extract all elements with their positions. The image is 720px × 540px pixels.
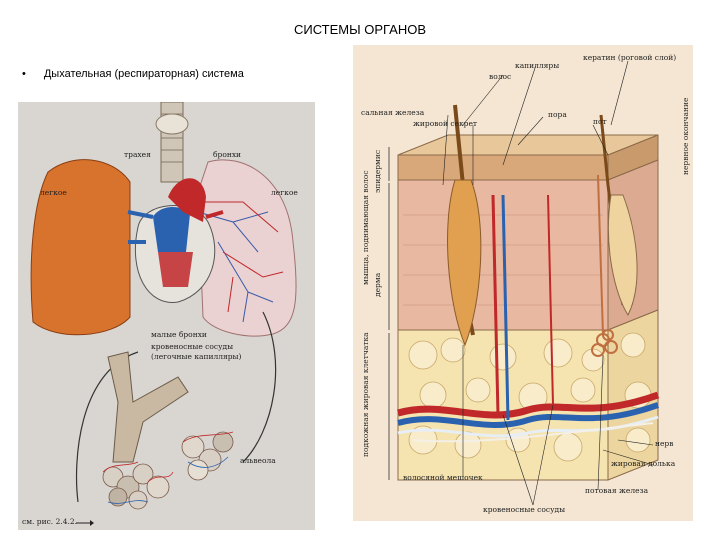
label-hair: волос — [489, 72, 512, 81]
label-sebum: жировой секрет — [413, 119, 478, 128]
label-keratin: кератин (роговой слой) — [583, 53, 677, 62]
lung-drawing — [30, 102, 297, 526]
label-muscle: мышца, поднимающая волос — [361, 170, 370, 285]
bullet-marker: • — [22, 68, 26, 80]
label-sebaceous: сальная железа — [361, 108, 425, 117]
label-sweat: пот — [593, 117, 607, 126]
label-fat-tissue: подкожная жировая клетчатка — [361, 332, 370, 457]
label-pore: пора — [548, 110, 567, 119]
label-figure-ref: см. рис. 2.4.2. — [22, 517, 78, 526]
skin-illustration: кератин (роговой слой) капилляры волос с… — [353, 45, 693, 521]
skin-drawing — [388, 60, 660, 506]
respiratory-illustration: трахея бронхи легкое легкое малые бронхи… — [18, 102, 315, 530]
label-capillaries: капилляры — [515, 61, 560, 70]
label-vessels: кровеносные сосуды — [151, 342, 234, 351]
label-sweat-gland: потовая железа — [585, 486, 649, 495]
label-follicle: волосяной мешочек — [403, 473, 483, 482]
label-small-bronchi: малые бронхи — [151, 330, 207, 339]
label-capillaries: (легочные капилляры) — [151, 352, 242, 361]
slide-title: СИСТЕМЫ ОРГАНОВ — [293, 22, 427, 37]
label-lung-right: легкое — [271, 188, 298, 197]
bullet-item: • Дыхательная (респираторная) система — [22, 68, 244, 80]
label-alveola: альвеола — [240, 456, 276, 465]
label-fat-lobule: жировая долька — [611, 459, 676, 468]
label-blood-vessels: кровеносные сосуды — [483, 505, 566, 514]
label-epidermis: эпидермис — [373, 149, 382, 193]
label-bronchi: бронхи — [213, 150, 242, 159]
label-lung-left: легкое — [40, 188, 67, 197]
label-nerve: нерв — [655, 439, 674, 448]
label-trachea: трахея — [124, 150, 151, 159]
bullet-text: Дыхательная (респираторная) система — [43, 68, 244, 80]
label-dermis: дерма — [373, 272, 382, 297]
label-nerve-ending: нервное окончание — [681, 97, 690, 175]
